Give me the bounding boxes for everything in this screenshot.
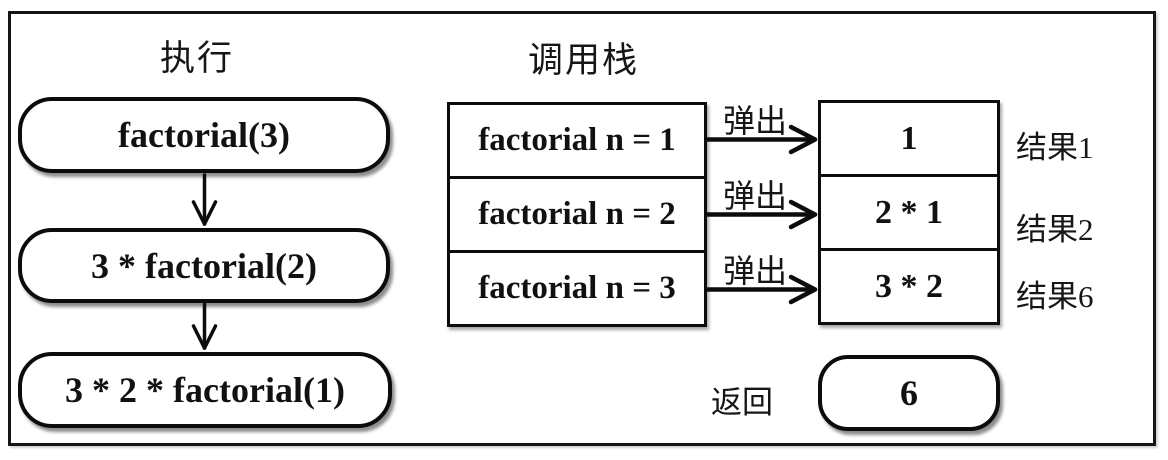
call-stack-frame-3: factorial n = 3: [450, 250, 704, 324]
execution-step-3: 3 * 2 * factorial(1): [18, 352, 392, 428]
call-stack-frame-3-label: factorial n = 3: [478, 270, 676, 306]
execution-step-1-label: factorial(3): [118, 115, 290, 155]
pop-label-2: 弹出: [722, 178, 787, 214]
return-value-box: 6: [818, 355, 1000, 431]
result-row-2: 2 * 1: [821, 174, 997, 248]
pop-label-1: 弹出: [722, 103, 787, 139]
call-stack-frame-2-label: factorial n = 2: [478, 196, 676, 232]
result-row-1: 1: [821, 103, 997, 174]
call-stack-frame-1: factorial n = 1: [450, 105, 704, 176]
result-row-1-value: 1: [900, 119, 918, 157]
results-box: 1 2 * 1 3 * 2: [818, 100, 1000, 325]
outer-frame: [8, 11, 1156, 446]
call-stack-column-title: 调用栈: [528, 41, 640, 80]
call-stack-frame-2: factorial n = 2: [450, 176, 704, 250]
result-annotation-1: 结果1: [1016, 130, 1094, 165]
call-stack-frame-1-label: factorial n = 1: [478, 122, 676, 158]
execution-step-1: factorial(3): [18, 97, 390, 173]
return-label: 返回: [711, 385, 773, 420]
execution-step-2: 3 * factorial(2): [18, 228, 390, 303]
execution-step-3-label: 3 * 2 * factorial(1): [65, 370, 345, 410]
pop-label-3: 弹出: [722, 253, 787, 289]
result-annotation-2: 结果2: [1016, 212, 1094, 247]
return-value: 6: [900, 373, 918, 413]
result-row-3-value: 3 * 2: [875, 267, 943, 305]
result-row-3: 3 * 2: [821, 248, 997, 322]
execution-column-title: 执行: [160, 39, 235, 78]
result-row-2-value: 2 * 1: [875, 193, 943, 231]
result-annotation-3: 结果6: [1016, 279, 1094, 314]
call-stack-box: factorial n = 1 factorial n = 2 factoria…: [447, 102, 707, 327]
execution-step-2-label: 3 * factorial(2): [91, 245, 317, 286]
